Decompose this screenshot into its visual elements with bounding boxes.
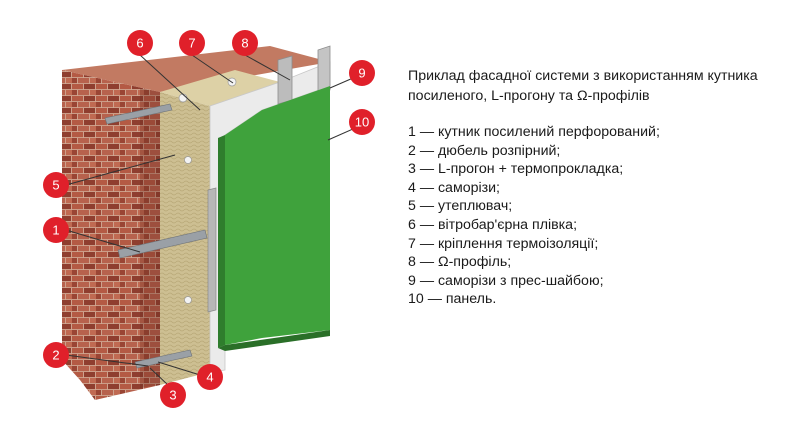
insulation-fastener xyxy=(184,296,192,304)
callout-7: 7 xyxy=(179,30,205,56)
facade-panel xyxy=(225,86,330,345)
diagram-caption: Приклад фасадної системи з використанням… xyxy=(408,66,793,106)
legend-item: 8 — Ω-профіль; xyxy=(408,254,512,271)
facade-system-illustration: 1 2 3 4 5 6 7 8 9 10 xyxy=(43,30,375,408)
svg-text:7: 7 xyxy=(188,36,195,51)
callout-5: 5 xyxy=(43,172,69,198)
svg-text:4: 4 xyxy=(206,370,213,385)
facade-panel-bottom-edge xyxy=(218,330,330,351)
legend-item: 10 — панель. xyxy=(408,291,497,308)
caption-line-2: посиленого, L-прогону та Ω-профілів xyxy=(408,88,650,104)
brick-wall-front xyxy=(62,70,160,400)
svg-text:6: 6 xyxy=(136,36,143,51)
svg-text:2: 2 xyxy=(52,348,59,363)
facade-panel-edge xyxy=(218,135,225,348)
insulation-top xyxy=(160,70,280,106)
brick-wall-top xyxy=(62,46,330,92)
callout-10: 10 xyxy=(349,109,375,135)
insulation-fastener xyxy=(178,93,188,103)
callout-6: 6 xyxy=(127,30,153,56)
component-legend: 1 — кутник посилений перфорований; 2 — д… xyxy=(408,123,793,309)
legend-item: 5 — утеплювач; xyxy=(408,198,513,215)
legend-item: 6 — вітробар'єрна плівка; xyxy=(408,216,578,233)
legend-item: 3 — L-прогон + термопрокладка; xyxy=(408,161,624,178)
callout-8: 8 xyxy=(232,30,258,56)
description-panel: Приклад фасадної системи з використанням… xyxy=(408,66,793,309)
callout-9: 9 xyxy=(349,60,375,86)
svg-text:5: 5 xyxy=(52,178,59,193)
legend-item: 7 — кріплення термоізоляції; xyxy=(408,235,599,252)
legend-item: 2 — дюбель розпірний; xyxy=(408,142,561,159)
legend-item: 9 — саморізи з прес-шайбою; xyxy=(408,272,604,289)
callout-3: 3 xyxy=(160,382,186,408)
legend-item: 1 — кутник посилений перфорований; xyxy=(408,124,660,140)
bracket-middle xyxy=(117,229,208,259)
insulation-fastener xyxy=(184,156,192,164)
callout-4: 4 xyxy=(197,364,223,390)
caption-line-1: Приклад фасадної системи з використанням… xyxy=(408,68,758,84)
svg-text:10: 10 xyxy=(355,115,369,130)
callout-1: 1 xyxy=(43,217,69,243)
omega-profile-vertical xyxy=(207,187,217,313)
bracket-bottom xyxy=(134,349,193,369)
callout-2: 2 xyxy=(43,342,69,368)
brick-wall-shadow xyxy=(140,88,160,388)
bracket-top xyxy=(104,103,173,125)
svg-text:1: 1 xyxy=(52,223,59,238)
svg-text:9: 9 xyxy=(358,66,365,81)
svg-text:8: 8 xyxy=(241,36,248,51)
svg-text:3: 3 xyxy=(169,388,176,403)
legend-item: 4 — саморізи; xyxy=(408,179,501,196)
